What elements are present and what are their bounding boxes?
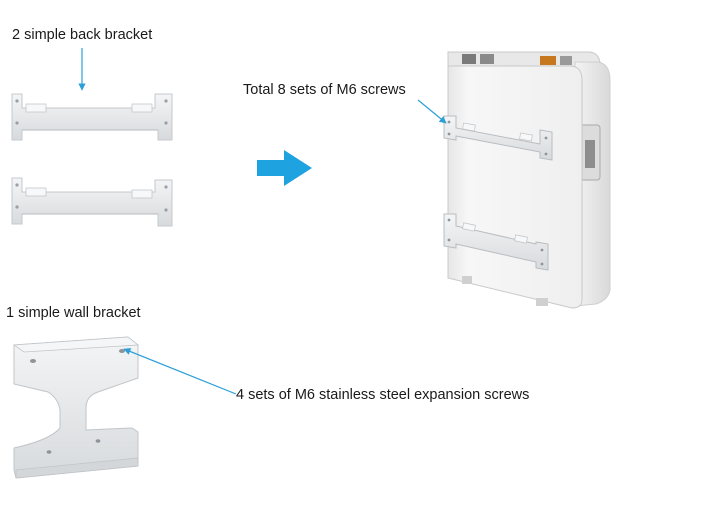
- right-arrow-icon: [257, 150, 312, 186]
- wall-bracket: [12, 336, 140, 479]
- battery-housing: [447, 51, 611, 309]
- m6-screws-callout-line: [417, 99, 447, 124]
- m6-screws-label: Total 8 sets of M6 screws: [243, 82, 406, 98]
- back-bracket-bottom: [11, 177, 173, 227]
- expansion-screws-label: 4 sets of M6 stainless steel expansion s…: [236, 387, 530, 403]
- mounted-back-bracket-bottom: [443, 213, 549, 271]
- back-bracket-top: [11, 93, 173, 141]
- back-bracket-label: 2 simple back bracket: [12, 27, 153, 43]
- wall-bracket-label: 1 simple wall bracket: [6, 305, 141, 321]
- mounted-back-bracket-top: [443, 115, 553, 161]
- expansion-screws-callout-line: [123, 348, 237, 395]
